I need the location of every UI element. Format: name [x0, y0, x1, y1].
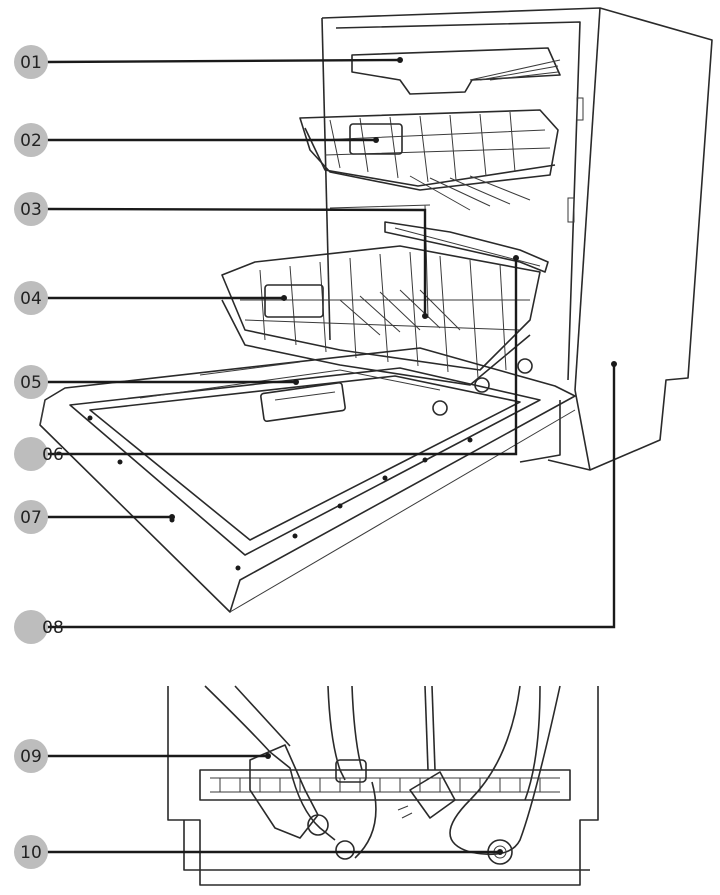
- callout-08: 08: [14, 610, 64, 644]
- callout-06: 06: [14, 437, 64, 471]
- callout-label: 01: [20, 53, 42, 73]
- callout-label: 05: [20, 373, 42, 393]
- leader-01: [45, 58, 401, 64]
- callout-07: 07: [14, 500, 48, 534]
- leader-08: [46, 364, 616, 629]
- callout-label: 08: [42, 618, 64, 638]
- callout-01: 01: [14, 45, 48, 79]
- leader-03: [45, 207, 427, 316]
- callout-02: 02: [14, 123, 48, 157]
- callout-10: 10: [14, 835, 48, 869]
- dishwasher-open-door-icon: [39, 7, 713, 613]
- leader-06: [46, 258, 518, 456]
- leader-lines: [45, 57, 617, 855]
- callout-label: 03: [20, 200, 42, 220]
- callout-label: 09: [20, 747, 42, 767]
- callout-05: 05: [14, 365, 48, 399]
- callout-label: 02: [20, 131, 42, 151]
- callout-03: 03: [14, 192, 48, 226]
- callout-label: 04: [20, 289, 42, 309]
- callout-label: 07: [20, 508, 42, 528]
- callout-label: 06: [42, 445, 64, 465]
- hoses-and-plug-icon: [167, 685, 599, 886]
- callout-09: 09: [14, 739, 48, 773]
- callout-label: 10: [20, 843, 42, 863]
- callout-04: 04: [14, 281, 48, 315]
